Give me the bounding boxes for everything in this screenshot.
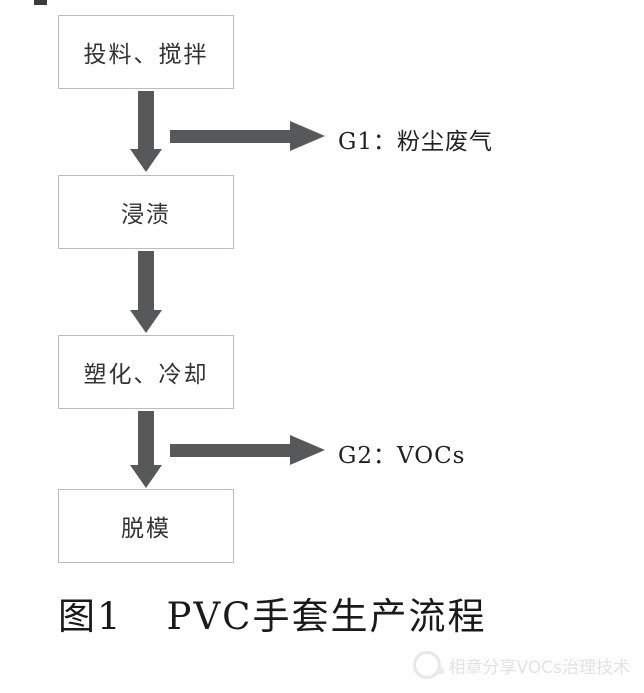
node-plasticizing: 塑化、冷却	[58, 335, 234, 409]
arrow-shaft	[138, 411, 154, 465]
arrow-right-g2-emission	[170, 435, 325, 465]
arrow-head-icon	[130, 465, 162, 488]
emission-label-g2: G2：VOCs	[338, 443, 466, 469]
arrow-shaft	[170, 443, 290, 457]
figure-title: PVC手套生产流程	[166, 595, 487, 638]
page-crop-mark	[34, 0, 47, 5]
arrow-head-icon	[290, 121, 325, 151]
arrow-right-g1-emission	[170, 121, 325, 151]
arrow-down-dipping-to-plasticizing	[130, 251, 162, 333]
arrow-down-plasticizing-to-demolding	[130, 411, 162, 488]
arrow-head-icon	[290, 435, 325, 465]
watermark: 相章分享VOCs治理技术	[412, 651, 630, 679]
node-demolding: 脱模	[58, 489, 234, 563]
watermark-text: 相章分享VOCs治理技术	[448, 657, 630, 678]
arrow-head-icon	[130, 149, 162, 172]
node-dipping-label: 浸渍	[121, 202, 171, 228]
node-feeding: 投料、搅拌	[58, 15, 234, 89]
arrow-shaft	[138, 91, 154, 149]
emission-label-g1: G1：粉尘废气	[338, 129, 494, 155]
arrow-shaft	[138, 251, 154, 310]
node-feeding-label: 投料、搅拌	[83, 42, 209, 68]
figure-number: 图1	[58, 595, 123, 638]
arrow-head-icon	[130, 310, 162, 333]
arrow-shaft	[170, 129, 290, 143]
figure-caption: 图1 PVC手套生产流程	[58, 586, 486, 640]
arrow-down-feeding-to-dipping	[130, 91, 162, 172]
node-demolding-label: 脱模	[121, 516, 171, 542]
wechat-logo-icon	[412, 651, 444, 679]
node-plasticizing-label: 塑化、冷却	[83, 362, 209, 388]
node-dipping: 浸渍	[58, 175, 234, 249]
